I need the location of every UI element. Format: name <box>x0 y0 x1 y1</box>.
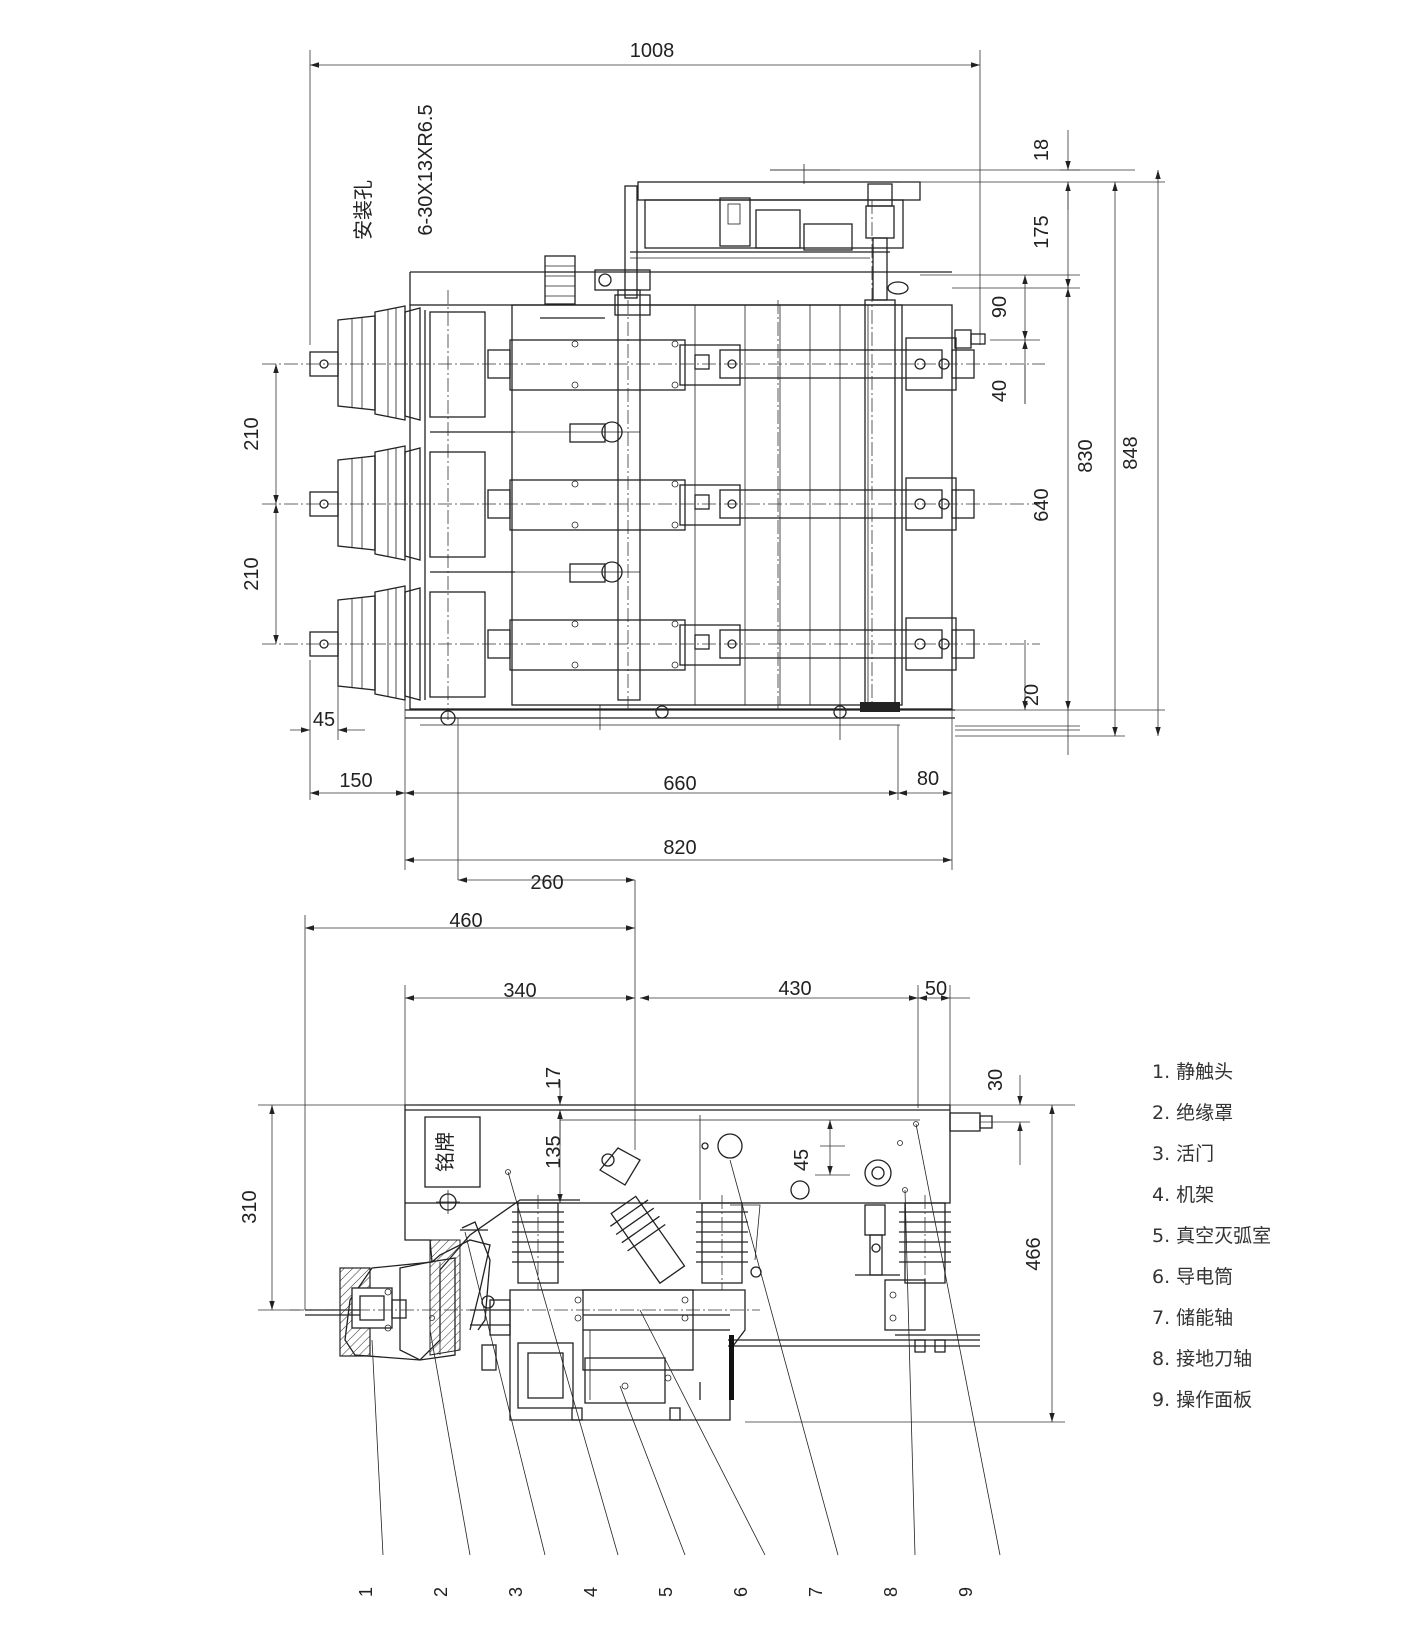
shutter <box>461 1221 491 1331</box>
callout-9: 9 <box>956 1587 976 1597</box>
dim-30: 30 <box>985 1069 1007 1091</box>
dim-660: 660 <box>663 773 696 795</box>
mounting-hole-spec: 6-30X13XR6.5 <box>415 104 437 235</box>
dim-1008: 1008 <box>630 40 675 62</box>
support-insulator-middle <box>696 1195 748 1290</box>
top-view-labels: 1008 安装孔 6-30X13XR6.5 18 175 90 40 830 8… <box>241 40 1142 859</box>
callout-1: 1 <box>356 1587 376 1597</box>
nameplate-box <box>424 1116 481 1188</box>
inclined-insulator <box>609 1195 686 1285</box>
operating-mechanism-top <box>540 164 921 319</box>
dim-340: 340 <box>503 980 536 1002</box>
legend-item-1: 1. 静触头 <box>1152 1061 1233 1083</box>
pole-2 <box>309 445 975 561</box>
dim-40: 40 <box>989 380 1011 402</box>
dim-50: 50 <box>925 978 947 1000</box>
legend-item-3: 3. 活门 <box>1152 1143 1214 1165</box>
legend-item-4: 4. 机架 <box>1152 1184 1214 1206</box>
callout-numbers: 1 2 3 4 5 6 7 8 9 <box>356 1587 976 1597</box>
legend-item-5: 5. 真空灭弧室 <box>1152 1225 1271 1247</box>
callout-7: 7 <box>806 1587 826 1597</box>
top-view <box>262 50 1165 880</box>
dim-830: 830 <box>1075 439 1097 472</box>
dim-260: 260 <box>530 872 563 894</box>
side-frame-box <box>404 1104 951 1204</box>
dim-135: 135 <box>543 1135 565 1168</box>
legend-item-6: 6. 导电筒 <box>1152 1266 1233 1288</box>
legend-item-7: 7. 储能轴 <box>1152 1307 1233 1329</box>
side-view-labels: 260 460 340 430 50 17 135 45 30 310 466 <box>239 872 1045 1271</box>
legend-item-2: 2. 绝缘罩 <box>1152 1102 1233 1124</box>
frame-outline-top <box>409 304 953 710</box>
support-insulator-left <box>512 1195 564 1290</box>
callout-6: 6 <box>731 1587 751 1597</box>
dim-175: 175 <box>1031 215 1053 248</box>
callout-8: 8 <box>881 1587 901 1597</box>
legend-item-9: 9. 操作面板 <box>1152 1389 1252 1411</box>
dim-150: 150 <box>339 770 372 792</box>
dim-45-top: 45 <box>313 709 335 731</box>
callout-3: 3 <box>506 1587 526 1597</box>
callout-4: 4 <box>581 1587 601 1597</box>
legend-item-8: 8. 接地刀轴 <box>1152 1348 1252 1370</box>
mounting-hole-label: 安装孔 <box>351 180 375 240</box>
dim-210-top: 210 <box>241 417 263 450</box>
dim-460: 460 <box>449 910 482 932</box>
dim-210-bottom: 210 <box>241 557 263 590</box>
dim-17: 17 <box>543 1067 565 1089</box>
callout-2: 2 <box>431 1587 451 1597</box>
callout-leaders <box>371 1123 1001 1556</box>
dim-20: 20 <box>1021 684 1043 706</box>
parts-legend: 1. 静触头 2. 绝缘罩 3. 活门 4. 机架 5. 真空灭弧室 6. 导电… <box>1152 1061 1271 1411</box>
static-contact <box>305 1267 407 1357</box>
dim-640: 640 <box>1031 488 1053 521</box>
dim-80: 80 <box>917 768 939 790</box>
callout-5: 5 <box>656 1587 676 1597</box>
dim-820: 820 <box>663 837 696 859</box>
breaker-body <box>290 1289 980 1421</box>
dim-466: 466 <box>1023 1237 1045 1270</box>
dim-90: 90 <box>989 296 1011 318</box>
dim-18: 18 <box>1031 139 1053 161</box>
dim-848: 848 <box>1120 436 1142 469</box>
dim-430: 430 <box>778 978 811 1000</box>
grounding-shaft <box>855 1204 980 1353</box>
dim-310: 310 <box>239 1190 261 1223</box>
nameplate-label: 铭牌 <box>433 1132 457 1172</box>
side-view: 铭牌 <box>258 877 1075 1556</box>
dim-45-side: 45 <box>791 1149 813 1171</box>
